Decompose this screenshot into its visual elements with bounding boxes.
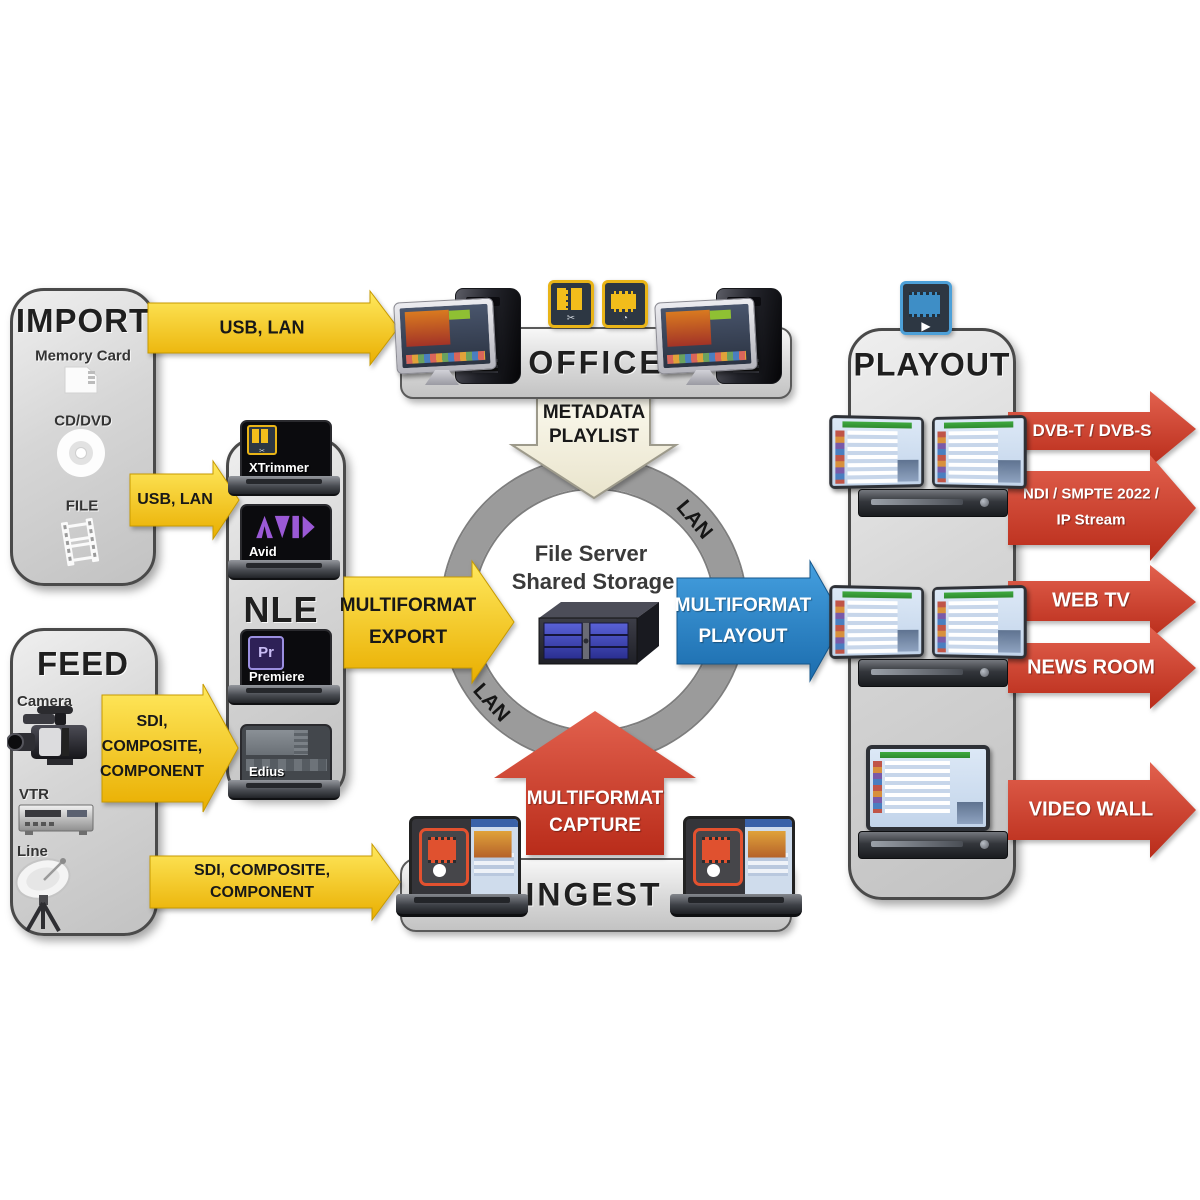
playout-server-rack-1 — [858, 489, 1008, 517]
cd-dvd-icon — [57, 429, 105, 477]
sdi-nle-line2: COMPOSITE, — [101, 738, 203, 755]
premiere-icon: Pr — [248, 636, 284, 670]
pc-stand — [686, 370, 720, 385]
feed-panel: FEED Camera VTR Line — [7, 628, 158, 936]
cd-dvd-label: CD/DVD — [54, 412, 112, 430]
memory-card-label: Memory Card — [35, 347, 131, 365]
shared-storage-label: Shared Storage — [511, 569, 675, 594]
schedule-film-icon: ◔ — [602, 280, 648, 328]
feed-title: FEED — [36, 645, 130, 682]
pc-stand — [425, 370, 459, 385]
file-server-icon — [538, 602, 659, 665]
office-pc-left — [393, 288, 530, 393]
capture-line2: CAPTURE — [549, 815, 641, 836]
file-label: FILE — [65, 497, 99, 515]
ndi-line2: IP Stream — [1056, 511, 1126, 529]
memory-card-icon — [64, 366, 98, 394]
playout-arrow-line1: MULTIFORMAT — [674, 595, 812, 616]
import-panel: IMPORT Memory Card CD/DVD FILE — [10, 288, 156, 586]
videowall-label: VIDEO WALL — [1028, 798, 1154, 821]
camera-label: Camera — [17, 693, 73, 710]
office-pc-right — [654, 288, 791, 393]
ingest-title: INGEST — [525, 876, 663, 913]
ndi-arrow — [1008, 455, 1196, 561]
line-label: Line — [17, 843, 48, 860]
usb-lan-nle-label: USB, LAN — [137, 491, 213, 508]
file-film-icon — [60, 517, 100, 567]
sdi-ingest-arrow — [149, 842, 401, 922]
playout-title: PLAYOUT — [853, 346, 1011, 383]
export-line2: EXPORT — [368, 627, 448, 648]
export-line1: MULTIFORMAT — [339, 595, 477, 616]
metadata-line2: PLAYLIST — [548, 426, 640, 447]
camera-icon — [7, 706, 87, 765]
import-title: IMPORT — [15, 302, 151, 339]
newsroom-label: NEWS ROOM — [1027, 656, 1155, 679]
capture-film-icon — [693, 828, 743, 886]
playout-server-rack-3 — [858, 831, 1008, 859]
vtr-icon — [18, 804, 94, 835]
playout-monitor — [932, 584, 1027, 660]
webtv-label: WEB TV — [1052, 589, 1130, 612]
playout-monitor-pair-1 — [829, 414, 1029, 490]
videowall-monitor — [866, 745, 990, 831]
sdi-nle-line1: SDI, — [136, 713, 168, 730]
playout-monitor-pair-2 — [829, 584, 1029, 660]
pc-monitor-icon — [654, 297, 758, 375]
office-title: OFFICE — [528, 344, 664, 381]
avid-label: Avid — [249, 544, 277, 559]
capture-line1: MULTIFORMAT — [526, 788, 664, 809]
xtrimmer-label: XTrimmer — [249, 460, 309, 475]
xtrimmer-icon — [247, 425, 277, 455]
premiere-label: Premiere — [249, 669, 305, 684]
vtr-label: VTR — [19, 786, 49, 803]
sdi-nle-line3: COMPONENT — [100, 763, 204, 780]
metadata-line1: METADATA — [542, 402, 646, 423]
satellite-dish-icon — [15, 858, 71, 932]
playout-server-rack-2 — [858, 659, 1008, 687]
usb-lan-top-label: USB, LAN — [219, 317, 305, 338]
playout-arrow-line2: PLAYOUT — [698, 626, 788, 647]
playout-monitor — [932, 414, 1027, 490]
sdi-ingest-line1: SDI, COMPOSITE, — [193, 862, 331, 879]
pc-monitor-icon — [393, 297, 497, 375]
ndi-line1: NDI / SMPTE 2022 / — [1023, 485, 1159, 503]
playout-film-icon: ▶ — [900, 281, 952, 335]
avid-logo-icon — [256, 515, 315, 539]
sdi-ingest-line2: COMPONENT — [210, 884, 314, 901]
playout-monitor — [829, 584, 924, 660]
nle-title: NLE — [243, 589, 319, 630]
file-server-label: File Server — [534, 541, 648, 566]
dvb-label: DVB-T / DVB-S — [1032, 421, 1152, 440]
playout-monitor — [829, 414, 924, 490]
capture-film-icon — [419, 828, 469, 886]
edius-label: Edius — [249, 764, 285, 779]
trim-film-icon: ✂ — [548, 280, 594, 328]
